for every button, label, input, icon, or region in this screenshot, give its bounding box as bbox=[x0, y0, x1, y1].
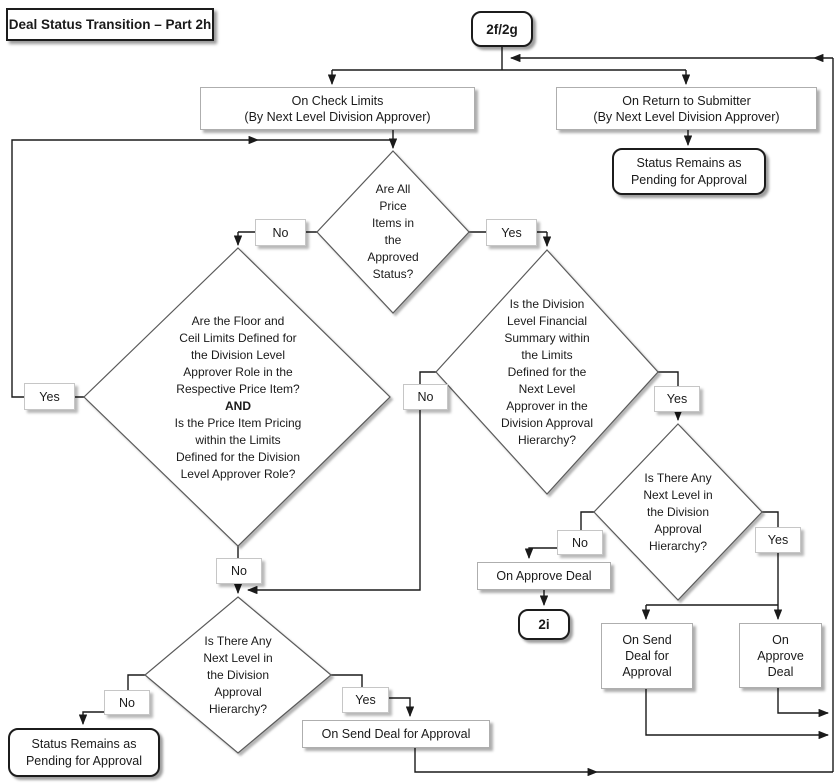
decision-financial-summary-text: Is the Division Level Financial Summary … bbox=[500, 297, 594, 447]
status-remains-pending-top: Status Remains as Pending for Approval bbox=[612, 148, 766, 195]
connector-bottom-feedback-a bbox=[414, 748, 599, 777]
connector-approve-right-feedback bbox=[777, 688, 830, 718]
event-on-send-deal-right: On Send Deal for Approval bbox=[601, 623, 693, 689]
label-d3-no: No bbox=[403, 384, 448, 410]
label-d1-yes: Yes bbox=[486, 219, 537, 246]
decision-all-price-items-shape bbox=[316, 150, 470, 314]
decision-floor-ceil-part2: Is the Price Item Pricing within the Lim… bbox=[174, 416, 302, 481]
connector-d4-yes-v bbox=[762, 511, 779, 605]
label-d4-yes: Yes bbox=[755, 527, 801, 553]
label-d1-no: No bbox=[255, 219, 306, 246]
decision-next-level-right-text: Is There Any Next Level in the Division … bbox=[643, 471, 713, 553]
decision-next-level-bottom-shape bbox=[144, 596, 332, 754]
event-on-approve-deal-right: On Approve Deal bbox=[739, 623, 822, 688]
label-d4-no: No bbox=[557, 530, 603, 555]
label-d5-yes: Yes bbox=[342, 687, 389, 713]
decision-floor-ceil-text: Are the Floor and Ceil Limits Defined fo… bbox=[122, 312, 354, 484]
event-on-send-deal-bottom: On Send Deal for Approval bbox=[302, 720, 490, 748]
node-start-2f2g: 2f/2g bbox=[471, 11, 533, 47]
decision-floor-ceil-part1: Are the Floor and Ceil Limits Defined fo… bbox=[176, 314, 300, 396]
connector-d3-no-to-d5 bbox=[246, 371, 436, 595]
status-remains-pending-bottom: Status Remains as Pending for Approval bbox=[8, 728, 160, 777]
decision-floor-ceil-and: AND bbox=[225, 399, 251, 413]
event-on-check-limits: On Check Limits (By Next Level Division … bbox=[200, 87, 475, 130]
decision-financial-summary-shape bbox=[435, 249, 659, 495]
decision-next-level-right-shape bbox=[593, 423, 763, 601]
decision-floor-ceil-shape bbox=[83, 247, 391, 547]
diagram-title: Deal Status Transition – Part 2h bbox=[6, 8, 214, 41]
decision-next-level-bottom-text: Is There Any Next Level in the Division … bbox=[203, 634, 273, 716]
label-d2-no: No bbox=[216, 558, 262, 584]
label-d2-yes: Yes bbox=[24, 383, 75, 410]
event-on-return-to-submitter: On Return to Submitter (By Next Level Di… bbox=[556, 87, 817, 130]
connector-send-right-feedback bbox=[645, 689, 830, 740]
event-on-approve-deal: On Approve Deal bbox=[477, 562, 611, 590]
label-d5-no: No bbox=[104, 690, 150, 715]
label-d3-yes: Yes bbox=[654, 386, 700, 412]
decision-all-price-items-text: Are All Price Items in the Approved Stat… bbox=[367, 182, 419, 281]
node-end-2i: 2i bbox=[518, 609, 570, 640]
